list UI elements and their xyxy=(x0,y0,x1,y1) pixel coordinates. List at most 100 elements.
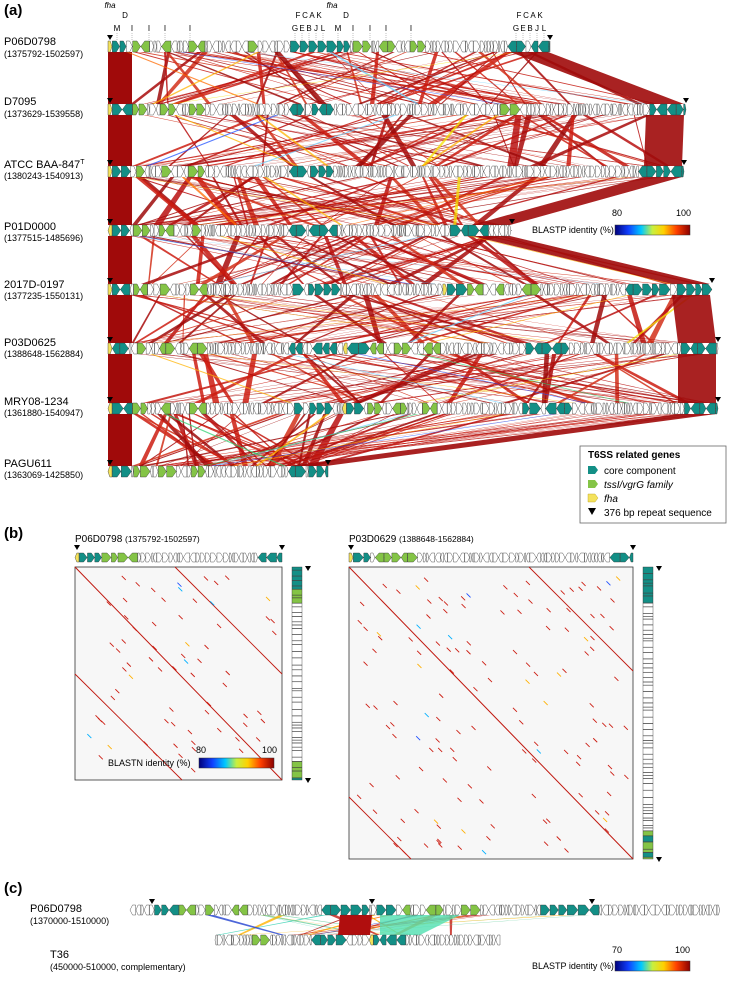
blast-link xyxy=(301,414,327,466)
gene xyxy=(205,224,209,237)
core-gene xyxy=(123,402,133,415)
core-gene xyxy=(322,342,330,355)
blast-link xyxy=(263,414,381,466)
gene xyxy=(449,103,452,116)
gene xyxy=(303,934,310,946)
gene xyxy=(278,402,283,415)
gene xyxy=(499,904,502,916)
vgrg-gene xyxy=(400,552,408,563)
blast-link xyxy=(417,52,439,104)
gene xyxy=(507,165,510,178)
blast-link xyxy=(162,295,353,343)
blast-link xyxy=(271,354,498,403)
gene xyxy=(224,40,231,53)
gene xyxy=(246,165,254,178)
gene xyxy=(492,552,499,563)
gene xyxy=(149,40,154,53)
vgrg-gene xyxy=(142,224,151,237)
side-gene xyxy=(642,702,654,708)
blast-link xyxy=(256,52,266,104)
vgrg-gene xyxy=(509,103,521,116)
gene xyxy=(467,103,475,116)
blast-link xyxy=(269,236,365,284)
dotplot-hit xyxy=(481,660,487,666)
blast-link xyxy=(108,177,132,225)
gene xyxy=(534,904,537,916)
core-gene xyxy=(376,904,387,916)
core-gene xyxy=(324,402,333,415)
gene xyxy=(562,165,567,178)
gene xyxy=(263,465,269,478)
gene xyxy=(416,934,419,946)
gene xyxy=(702,904,706,916)
gene xyxy=(373,103,377,116)
gene xyxy=(618,904,624,916)
gene xyxy=(234,552,239,563)
core-gene xyxy=(314,283,324,296)
gene xyxy=(241,40,249,53)
gene xyxy=(457,165,464,178)
gene xyxy=(208,165,215,178)
blast-link xyxy=(253,115,398,166)
gene xyxy=(371,904,377,916)
gene xyxy=(229,552,232,563)
vgrg-gene xyxy=(402,904,411,916)
gene xyxy=(597,552,602,563)
gene xyxy=(255,224,262,237)
gene xyxy=(453,40,460,53)
gene-letter: B xyxy=(306,24,311,33)
dotplot-hit xyxy=(428,747,434,753)
vgrg-gene xyxy=(400,402,408,415)
vgrg-gene xyxy=(168,103,177,116)
side-gene xyxy=(642,707,654,711)
panel-a-tracks xyxy=(107,35,721,478)
gene xyxy=(642,342,646,355)
gene xyxy=(226,165,229,178)
side-gene xyxy=(642,630,654,635)
core-gene xyxy=(656,103,668,116)
dotplot-hit xyxy=(531,758,537,763)
gene xyxy=(257,103,260,116)
blast-link xyxy=(108,354,132,403)
gene xyxy=(605,165,610,178)
gene-letter: I xyxy=(131,24,133,33)
gene xyxy=(386,402,393,415)
repeat-triangle-icon xyxy=(305,566,311,571)
gene xyxy=(445,904,453,916)
core-gene xyxy=(119,342,129,355)
gene xyxy=(183,342,190,355)
gene xyxy=(560,283,564,296)
gene xyxy=(473,402,481,415)
gene xyxy=(543,283,548,296)
gene xyxy=(177,40,180,53)
gene xyxy=(198,904,206,916)
gene xyxy=(406,283,409,296)
dotplot-hit xyxy=(500,610,505,615)
gene xyxy=(500,40,505,53)
gene xyxy=(577,552,585,563)
dotplot-hit xyxy=(608,723,614,729)
fha-gene xyxy=(107,40,113,53)
gene xyxy=(386,165,393,178)
gene xyxy=(577,402,585,415)
gene xyxy=(432,40,437,53)
gene xyxy=(622,342,625,355)
dotplot-hit xyxy=(438,693,444,699)
gene xyxy=(593,402,597,415)
dotplot-hit xyxy=(461,829,466,834)
gene xyxy=(467,342,473,355)
core-gene xyxy=(308,40,318,53)
gene xyxy=(214,165,221,178)
gene xyxy=(384,224,392,237)
blast-link xyxy=(321,177,420,225)
vgrg-gene xyxy=(432,342,441,355)
gene xyxy=(399,224,402,237)
side-gene xyxy=(642,606,654,614)
gene xyxy=(639,103,644,116)
gene xyxy=(254,103,258,116)
dotplot-hit xyxy=(525,662,531,668)
gene xyxy=(556,165,560,178)
gene xyxy=(350,40,353,53)
blast-link xyxy=(467,236,540,284)
gene xyxy=(227,342,232,355)
